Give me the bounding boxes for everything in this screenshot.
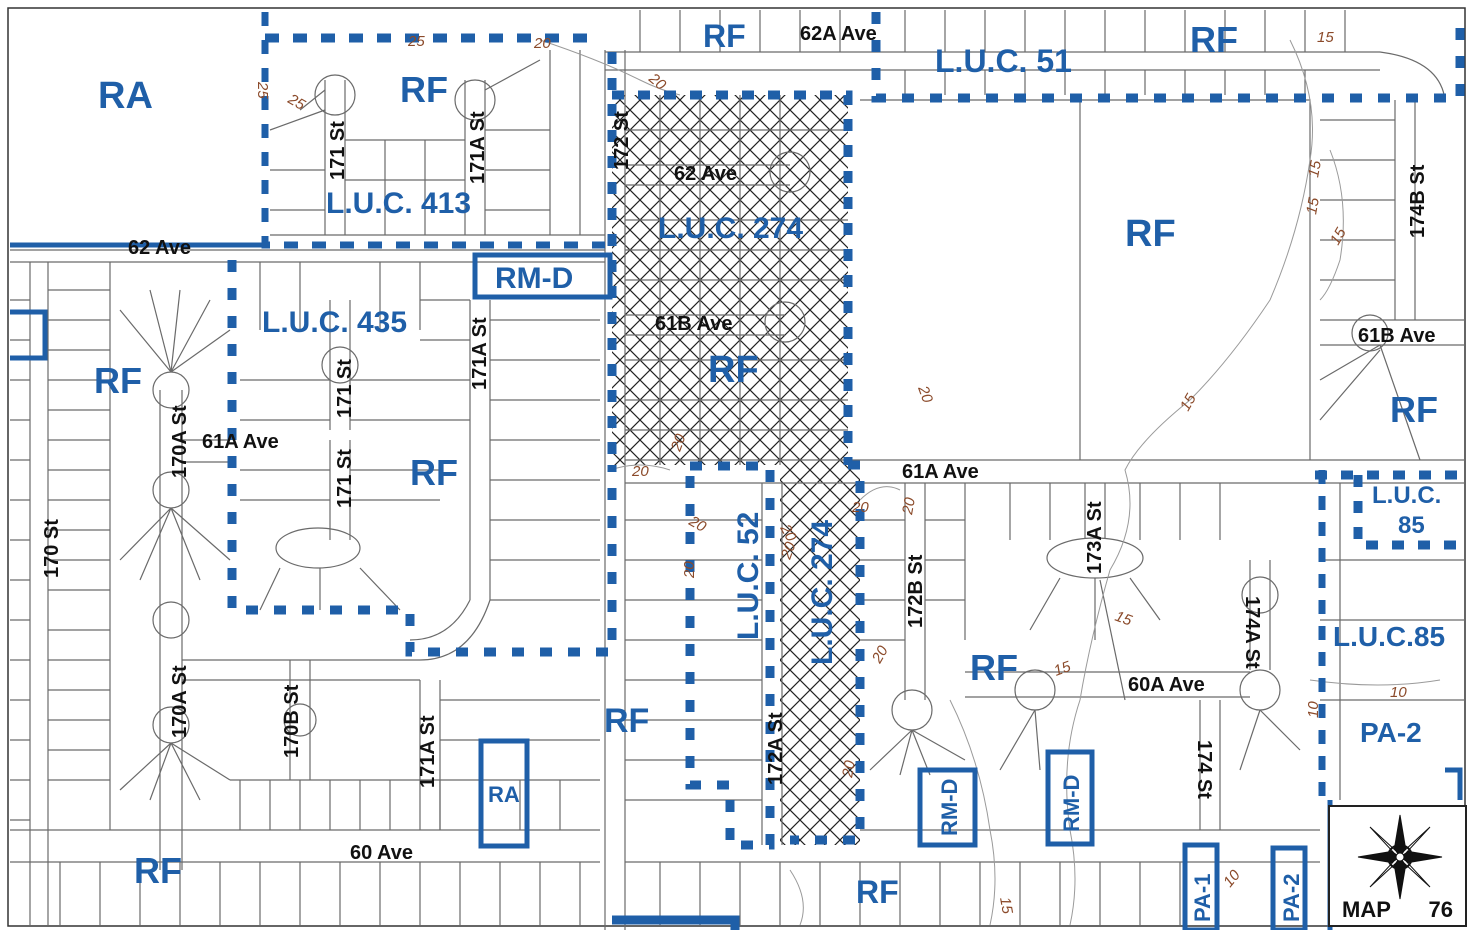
contour-label: 20 — [839, 759, 859, 780]
zone-ra-small: RA — [488, 782, 520, 807]
zone-rf-west: RF — [94, 360, 142, 401]
contour-label: 15 — [1052, 658, 1074, 680]
map-number-badge: MAP 76 — [1328, 805, 1467, 927]
contour-label: 15 — [1113, 608, 1135, 630]
street-170a-st-south: 170A St — [169, 665, 191, 738]
luc-435-label: L.U.C. 435 — [262, 306, 407, 339]
contour-label: 10 — [1305, 701, 1322, 718]
zone-rf-center-south: RF — [604, 702, 649, 740]
street-173a-st: 173A St — [1084, 501, 1106, 574]
zone-rf-large-parcel: RF — [1125, 213, 1176, 255]
contour-label: 20 — [851, 499, 869, 516]
street-62-ave-west: 62 Ave — [128, 237, 191, 259]
zone-rmd-south-2: RM-D — [1059, 775, 1084, 832]
street-171-st-middle: 171 St — [334, 359, 356, 418]
zone-rf-south: RF — [856, 874, 899, 910]
street-170b-st: 170B St — [281, 684, 303, 758]
contour-label: 25 — [407, 33, 425, 50]
street-172-st: 172 St — [611, 111, 633, 170]
contour-label: 15 — [996, 896, 1016, 916]
compass-rose-icon — [1357, 814, 1443, 900]
zone-rf-southeast: RF — [970, 647, 1018, 688]
contour-label: 20 — [533, 35, 551, 52]
street-61a-ave-east: 61A Ave — [902, 461, 979, 483]
contour-label: 20 — [667, 431, 689, 454]
street-61b-ave-hatch: 61B Ave — [655, 313, 732, 335]
zone-boundaries — [10, 12, 1465, 930]
luc-52-label: L.U.C. 52 — [732, 512, 765, 640]
contour-label: 25 — [254, 81, 271, 99]
zone-rmd-south-1: RM-D — [937, 779, 962, 836]
street-171-st-lower: 171 St — [334, 449, 356, 508]
contour-label: 20 — [776, 521, 800, 545]
contour-label: 20 — [685, 512, 709, 536]
street-labels: 62A Ave 62 Ave 62 Ave 61B Ave 61B Ave 61… — [41, 23, 1435, 864]
street-170-st: 170 St — [41, 519, 63, 578]
street-170a-st-north: 170A St — [169, 405, 191, 478]
luc-274-label-south: L.U.C. 274 — [806, 520, 839, 665]
contour-label: 10 — [1390, 684, 1407, 701]
street-171-st-north: 171 St — [327, 121, 349, 180]
luc-274-label-north: L.U.C. 274 — [658, 212, 803, 245]
street-61b-ave-east: 61B Ave — [1358, 325, 1435, 347]
contour-label: 20 — [868, 642, 892, 666]
luc-85-label-east: L.U.C.85 — [1333, 621, 1445, 652]
zone-rf-east: RF — [1390, 389, 1438, 430]
street-172b-st: 172B St — [905, 554, 927, 628]
contour-label: 15 — [1177, 390, 1200, 414]
zone-rf-north-3: RF — [1190, 19, 1238, 60]
luc-274-hatch-area — [612, 95, 860, 845]
luc-85-label-north: L.U.C. — [1372, 482, 1441, 509]
contour-label: 15 — [1303, 196, 1323, 216]
luc-51-label: L.U.C. 51 — [935, 43, 1072, 79]
street-60-ave: 60 Ave — [350, 842, 413, 864]
contour-label: 25 — [284, 90, 308, 114]
zone-rf-north-1: RF — [400, 69, 448, 110]
zone-rf-hatch: RF — [708, 349, 759, 391]
street-171a-st-south: 171A St — [417, 715, 439, 788]
street-60a-ave: 60A Ave — [1128, 674, 1205, 696]
contour-label: 15 — [1327, 224, 1350, 248]
street-174a-st: 174A St — [1241, 596, 1263, 669]
map-label: MAP — [1342, 897, 1391, 922]
map-number: 76 — [1428, 897, 1453, 922]
street-62-ave-hatch: 62 Ave — [674, 163, 737, 185]
zone-ra-large: RA — [98, 75, 153, 117]
zone-rf-north-2: RF — [703, 18, 746, 54]
contour-label: 15 — [1317, 29, 1334, 46]
zone-pa2-east: PA-2 — [1360, 717, 1422, 748]
zone-pa1: PA-1 — [1190, 874, 1215, 923]
zone-pa2-south: PA-2 — [1279, 874, 1304, 923]
contour-label: 20 — [914, 383, 936, 406]
contour-label: 20 — [631, 463, 649, 480]
zone-labels: RA RF RF RF RF RF RF RF RF RF RF RF RF R… — [94, 18, 1445, 922]
street-171a-st-north: 171A St — [467, 111, 489, 184]
zone-rf-middle: RF — [410, 452, 458, 493]
luc-413-label: L.U.C. 413 — [326, 187, 471, 220]
zone-rf-southwest: RF — [134, 850, 182, 891]
street-171a-st-middle: 171A St — [469, 317, 491, 390]
contour-label: 20 — [777, 539, 799, 562]
contour-label: 15 — [1305, 159, 1325, 179]
luc-85-label-north-number: 85 — [1398, 512, 1425, 539]
street-61a-ave-west: 61A Ave — [202, 431, 279, 453]
contour-label: 20 — [681, 561, 698, 579]
contour-label: 20 — [899, 496, 919, 517]
contour-label: 10 — [1220, 866, 1244, 890]
street-174-st: 174 St — [1193, 740, 1215, 799]
street-172a-st: 172A St — [765, 712, 787, 785]
zone-rmd-north: RM-D — [495, 262, 573, 295]
street-174b-st: 174B St — [1407, 164, 1429, 238]
street-62a-ave: 62A Ave — [800, 23, 877, 45]
